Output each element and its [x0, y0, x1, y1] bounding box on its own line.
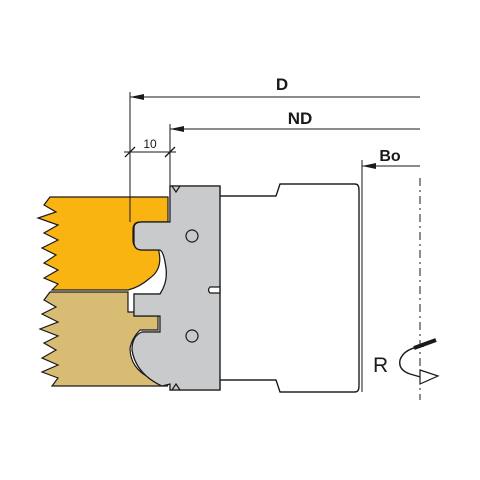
screw-hole-upper [185, 229, 199, 243]
bo-arrow [362, 163, 376, 169]
upper-workpiece [36, 196, 169, 291]
screw-hole-lower [185, 329, 199, 343]
rotation-arrow-icon [399, 345, 425, 379]
d-arrow [130, 94, 144, 100]
tooth-notch-bottom [171, 382, 181, 391]
cutter-outline [220, 183, 360, 393]
nd-label: ND [288, 109, 313, 128]
rotation-arrow-head [419, 369, 440, 385]
width-tick-right [164, 146, 176, 158]
tooth-notch-top [171, 185, 181, 194]
rotation-arrow-stroke [413, 338, 437, 350]
center-slot [207, 286, 221, 294]
d-label: D [276, 75, 288, 94]
bo-label: Bo [379, 148, 401, 165]
width-label: 10 [143, 137, 157, 151]
rotation-label: R [373, 354, 388, 377]
width-tick-left [124, 146, 136, 158]
nd-arrow [170, 126, 184, 132]
